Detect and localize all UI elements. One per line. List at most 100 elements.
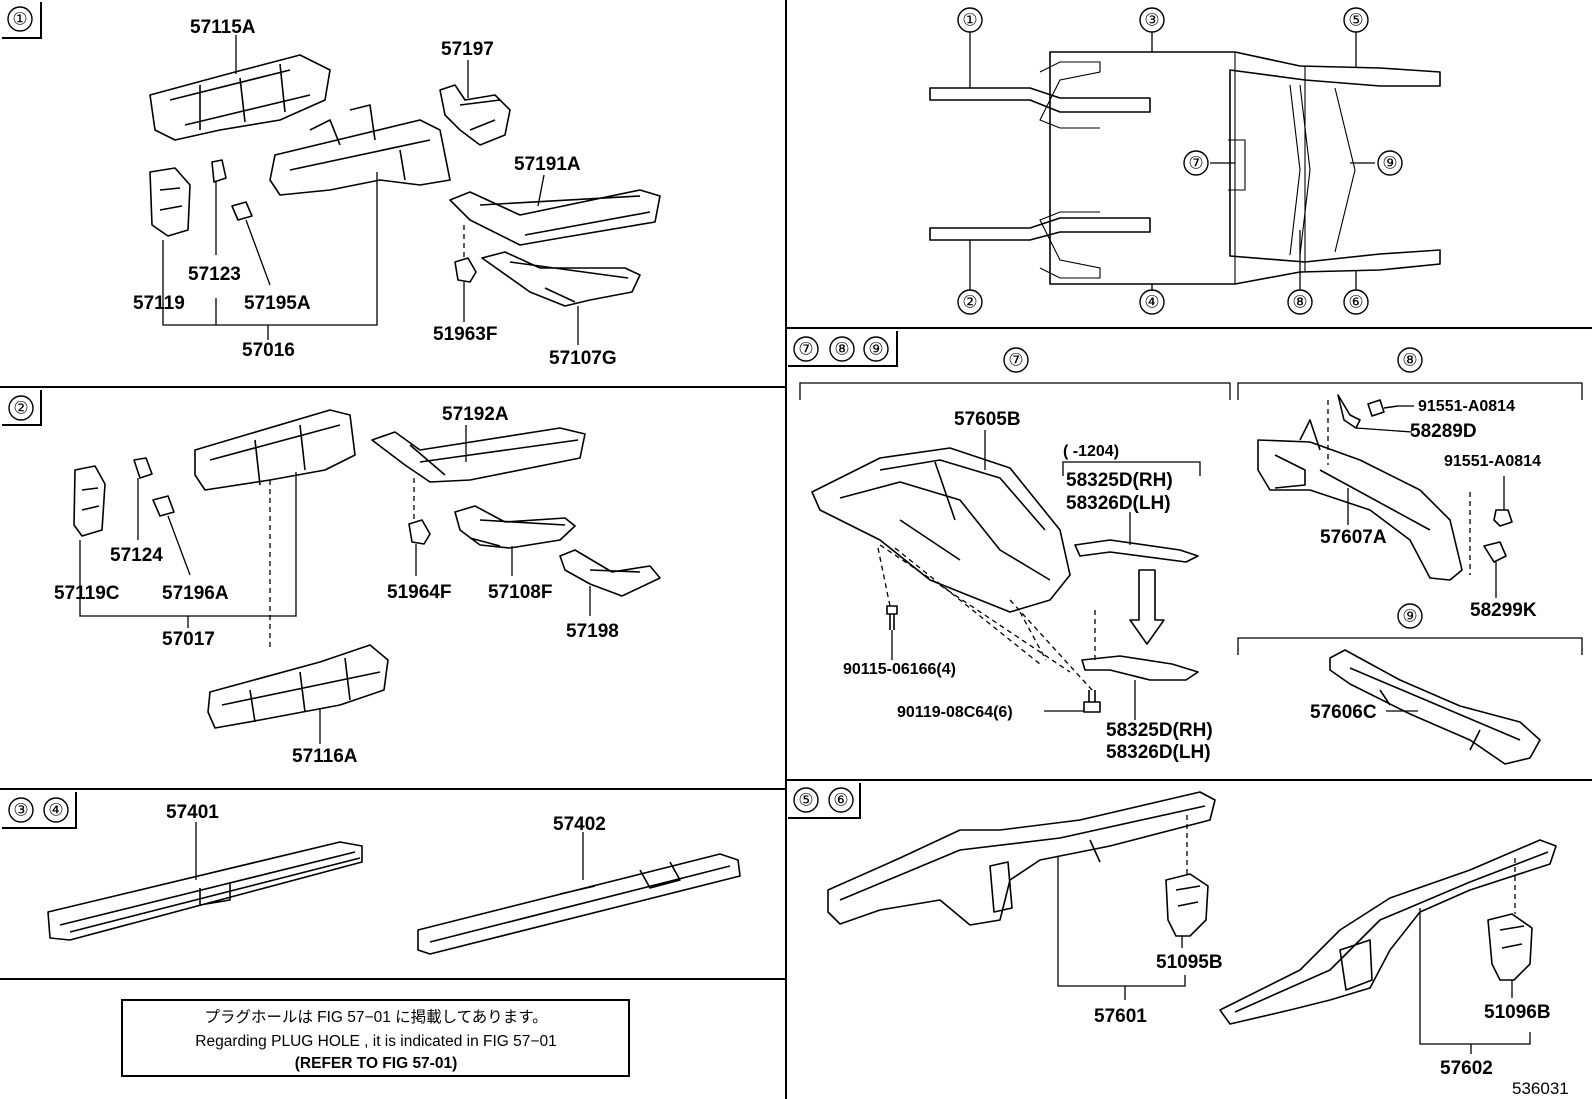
part-57198-drawing — [559, 549, 661, 597]
part-57605B-drawing — [811, 447, 1071, 613]
part-51095B-drawing — [1165, 873, 1209, 937]
part-58299K-drawing — [1483, 541, 1507, 563]
overview-underbody-frame — [929, 51, 1441, 285]
label-57017: 57017 — [162, 629, 215, 650]
svg-text:⑦: ⑦ — [1008, 351, 1023, 370]
part-57108F-drawing — [454, 505, 576, 549]
label-57606C: 57606C — [1310, 702, 1377, 723]
panel-56-leaders — [1057, 815, 1531, 1054]
part-51963F-drawing — [454, 257, 477, 283]
svg-text:①: ① — [962, 11, 977, 30]
label-51096B: 51096B — [1484, 1002, 1551, 1023]
label-57198: 57198 — [566, 621, 619, 642]
label-57402: 57402 — [553, 814, 606, 835]
bolt-90115-drawing — [886, 605, 898, 630]
part-57196A-drawing — [152, 495, 175, 517]
panel-index-2: ② — [2, 390, 42, 426]
part-57123-drawing — [211, 159, 227, 183]
part-57124-drawing — [133, 457, 153, 479]
part-51096B-drawing — [1487, 913, 1533, 981]
part-57607A-drawing — [1257, 419, 1463, 581]
part-57401-drawing — [47, 841, 363, 941]
label-57124: 57124 — [110, 545, 163, 566]
panel-34: 57401 57402 — [47, 802, 741, 955]
panel-index-34: ③ ④ — [2, 792, 77, 829]
panel-index-789: ⑦ ⑧ ⑨ — [788, 331, 898, 367]
part-57115A-drawing — [149, 54, 331, 141]
svg-text:⑤: ⑤ — [798, 791, 813, 810]
svg-text:⑧: ⑧ — [1292, 293, 1307, 312]
svg-text:⑥: ⑥ — [833, 791, 848, 810]
label-57119: 57119 — [133, 293, 185, 314]
label-57119C: 57119C — [54, 583, 120, 604]
label-57196A: 57196A — [162, 583, 229, 604]
label-58289D: 58289D — [1410, 421, 1477, 442]
svg-text:⑨: ⑨ — [868, 340, 883, 359]
svg-text:②: ② — [962, 293, 977, 312]
panel-2-leaders — [79, 425, 591, 744]
panel-789: ⑦ ⑧ ⑨ 57605B ( - — [799, 347, 1583, 765]
note-english: Regarding PLUG HOLE , it is indicated in… — [195, 1033, 556, 1050]
label-57401: 57401 — [166, 802, 219, 823]
part-57017-drawing — [194, 409, 356, 491]
svg-text:④: ④ — [48, 801, 63, 820]
svg-text:⑧: ⑧ — [834, 340, 849, 359]
label-51963F: 51963F — [433, 324, 497, 345]
note-refer: (REFER TO FIG 57-01) — [295, 1055, 458, 1072]
label-58325D-rh-lower: 58325D(RH) — [1106, 720, 1213, 741]
label-57601: 57601 — [1094, 1006, 1147, 1027]
panel-7-leaders — [891, 430, 1201, 720]
label-57197: 57197 — [441, 39, 494, 60]
label-51964F: 51964F — [387, 582, 451, 603]
part-58325D-upper-drawing — [1074, 539, 1199, 563]
svg-text:②: ② — [13, 399, 28, 418]
figure-number: 536031 — [1512, 1079, 1569, 1098]
part-58289D-drawing — [1337, 394, 1361, 429]
label-57195A: 57195A — [244, 293, 311, 314]
svg-text:③: ③ — [1144, 11, 1159, 30]
svg-text:⑤: ⑤ — [1348, 11, 1363, 30]
part-57191A-drawing — [449, 189, 661, 246]
label-57605B: 57605B — [954, 409, 1021, 430]
label-57108F: 57108F — [488, 582, 552, 603]
part-57606C-drawing — [1329, 649, 1541, 765]
label-date-range: ( -1204) — [1063, 443, 1119, 460]
bolt-91551-lower-drawing — [1493, 509, 1513, 527]
label-51095B: 51095B — [1156, 952, 1223, 973]
label-91551-A0814-lower: 91551-A0814 — [1444, 453, 1541, 470]
label-90115-06166: 90115-06166(4) — [843, 661, 956, 678]
panel-index-1: ① — [2, 2, 42, 39]
part-58325D-lower-drawing — [1081, 655, 1199, 681]
part-57601-drawing — [827, 791, 1216, 926]
label-57116A: 57116A — [292, 746, 358, 767]
svg-text:⑦: ⑦ — [1188, 154, 1203, 173]
svg-text:⑨: ⑨ — [1382, 154, 1397, 173]
label-90119-08C64: 90119-08C64(6) — [897, 704, 1013, 721]
arrow-down — [1129, 569, 1165, 645]
svg-text:⑧: ⑧ — [1402, 351, 1417, 370]
bolt-91551-upper-drawing — [1367, 399, 1399, 417]
bolt-90119-drawing — [1083, 690, 1101, 713]
panel-1-leaders — [162, 35, 579, 345]
part-57192A-drawing — [371, 427, 586, 483]
svg-text:③: ③ — [13, 801, 28, 820]
label-57607A: 57607A — [1320, 527, 1387, 548]
label-58325D-rh-upper: 58325D(RH) — [1066, 470, 1173, 491]
label-57107G: 57107G — [549, 348, 617, 369]
svg-text:④: ④ — [1144, 293, 1159, 312]
panel-2: 57192A 57124 57119C 57196A 57017 51964F … — [54, 404, 661, 767]
panel-8-leaders — [1327, 400, 1505, 598]
panel-1: 57115A 57197 57191A 57123 57119 57195A 5… — [133, 17, 661, 369]
svg-text:⑦: ⑦ — [798, 340, 813, 359]
panel-7-dashes — [877, 544, 1096, 691]
label-57191A: 57191A — [514, 154, 581, 175]
note-japanese: プラグホールは FIG 57−01 に掲載してあります。 — [204, 1008, 547, 1026]
svg-text:⑨: ⑨ — [1402, 607, 1417, 626]
label-58326D-lh-upper: 58326D(LH) — [1066, 493, 1171, 514]
label-58299K: 58299K — [1470, 600, 1537, 621]
part-57119C-drawing — [73, 465, 106, 537]
label-91551-A0814-upper: 91551-A0814 — [1418, 398, 1515, 415]
part-57402-drawing — [417, 853, 741, 955]
